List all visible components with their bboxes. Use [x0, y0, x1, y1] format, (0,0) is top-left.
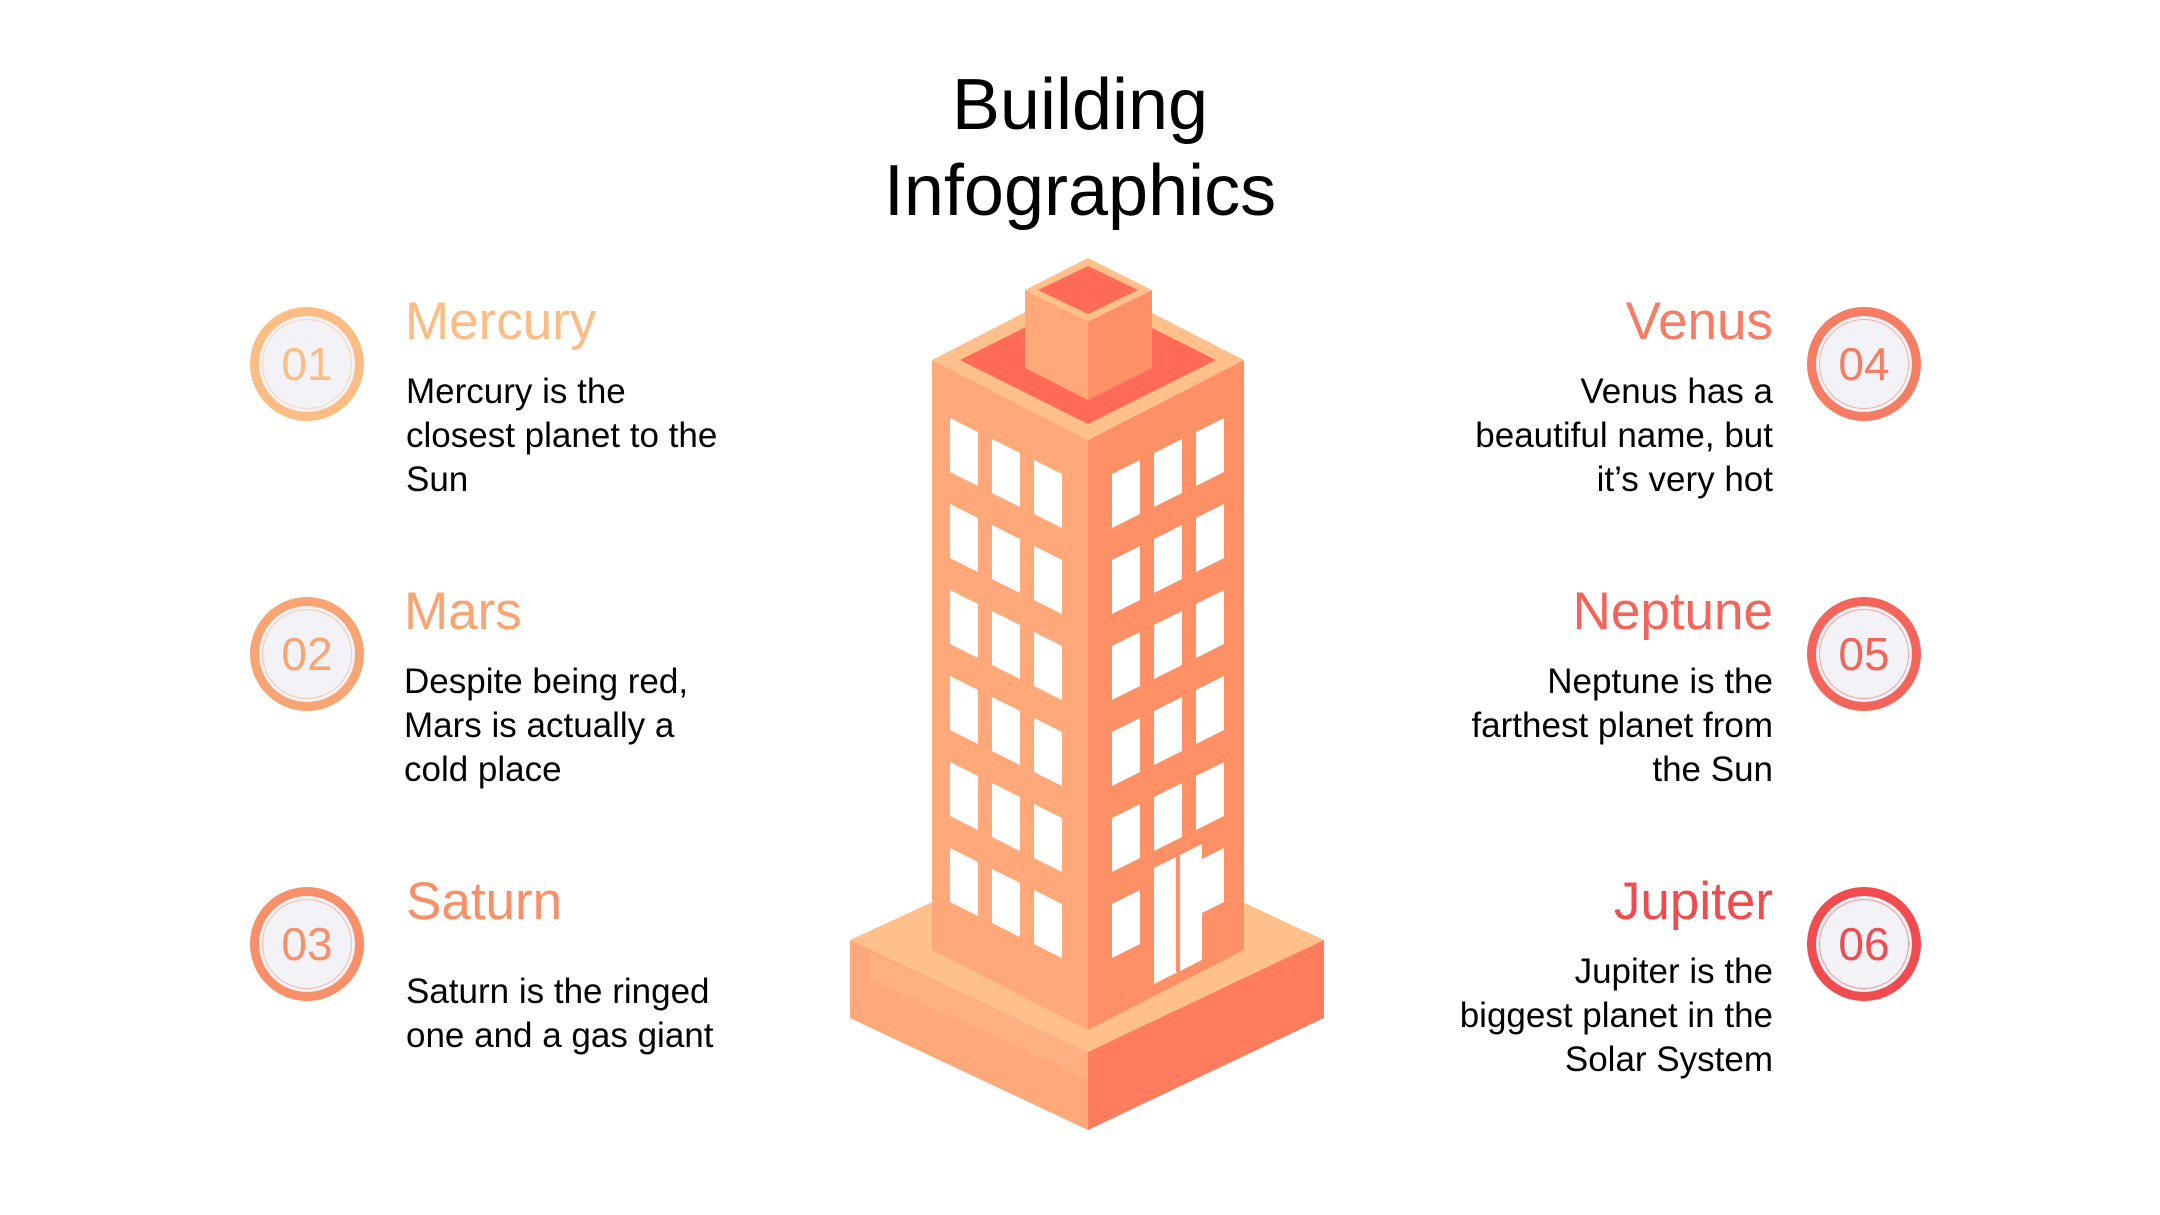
isometric-building-icon: [850, 258, 1324, 1130]
badge-number: 03: [281, 918, 333, 970]
item-title-mercury: Mercury: [405, 292, 597, 351]
badge-number: 06: [1838, 918, 1890, 970]
title-line-1: Building: [951, 65, 1209, 145]
badge-06: 06: [1807, 887, 1921, 1001]
badge-number: 01: [281, 338, 333, 390]
item-title-venus: Venus: [1625, 292, 1773, 351]
item-title-neptune: Neptune: [1572, 582, 1773, 641]
item-text-saturn: Saturn is the ringed one and a gas giant: [406, 972, 714, 1055]
badge-03: 03: [250, 887, 364, 1001]
item-title-saturn: Saturn: [406, 872, 563, 931]
item-text-mars: Despite being red, Mars is actually a co…: [404, 662, 689, 789]
badge-number: 02: [281, 628, 333, 680]
badge-01: 01: [250, 307, 364, 421]
title-line-2: Infographics: [883, 151, 1277, 231]
item-text-venus: Venus has a beautiful name, but it’s ver…: [1475, 372, 1773, 499]
badge-04: 04: [1807, 307, 1921, 421]
page-title: Building Infographics: [780, 62, 1380, 234]
item-title-jupiter: Jupiter: [1613, 872, 1773, 931]
badge-number: 05: [1838, 628, 1890, 680]
badge-02: 02: [250, 597, 364, 711]
item-title-mars: Mars: [404, 582, 522, 641]
item-text-jupiter: Jupiter is the biggest planet in the Sol…: [1459, 952, 1773, 1079]
item-text-neptune: Neptune is the farthest planet from the …: [1471, 662, 1773, 789]
item-text-mercury: Mercury is the closest planet to the Sun: [406, 372, 718, 499]
badge-05: 05: [1807, 597, 1921, 711]
badge-number: 04: [1838, 338, 1890, 390]
